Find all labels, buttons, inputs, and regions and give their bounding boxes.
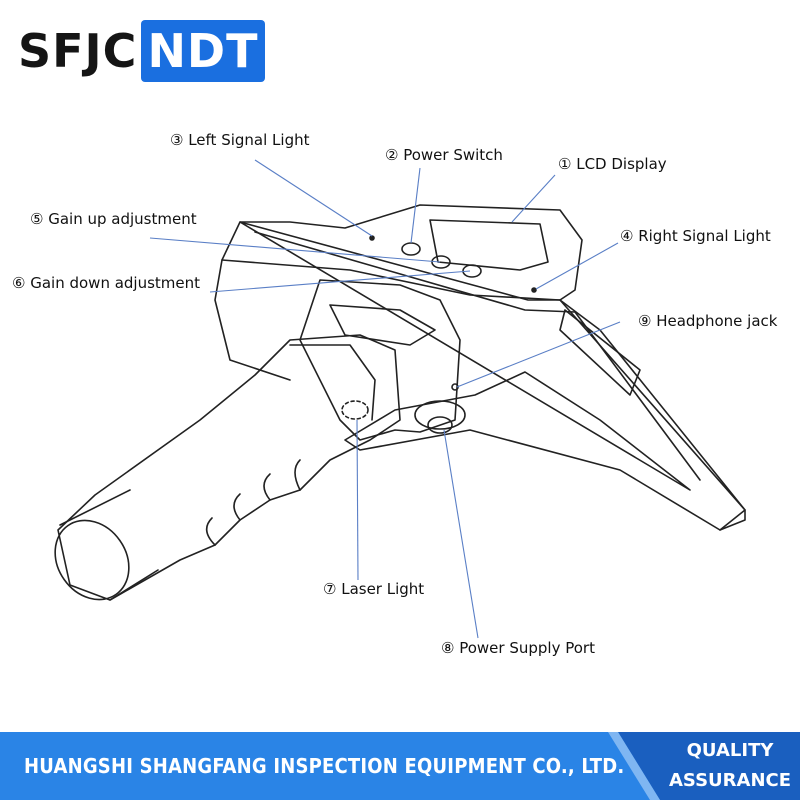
- handle-mount: [299, 279, 461, 441]
- power-switch-button: [401, 242, 421, 256]
- company-name: HUANGSHI SHANGFANG INSPECTION EQUIPMENT …: [24, 754, 625, 778]
- device-frame-side: [559, 299, 746, 531]
- left-signal-light-dot: [369, 235, 375, 241]
- leader-lines: [149, 159, 621, 639]
- power-supply-port: [414, 400, 466, 430]
- device-frame-outer: [239, 221, 746, 531]
- grip-handle: [57, 334, 401, 601]
- assurance-text: ASSURANCE: [668, 770, 792, 791]
- device-head: [221, 204, 583, 301]
- label-gain-down: ⑥ Gain down adjustment: [12, 274, 201, 292]
- quality-text: QUALITY: [686, 740, 774, 761]
- footer-banner: HUANGSHI SHANGFANG INSPECTION EQUIPMENT …: [0, 732, 800, 800]
- logo-text-sfjc: SFJC: [18, 24, 138, 78]
- label-power-supply-port: ⑧ Power Supply Port: [441, 639, 595, 657]
- device-frame-inner: [254, 231, 701, 481]
- label-right-signal-light: ④ Right Signal Light: [620, 227, 771, 245]
- gain-down-button: [462, 264, 482, 278]
- quality-assurance-badge: QUALITY ASSURANCE: [660, 732, 800, 800]
- label-lcd-display: ① LCD Display: [558, 155, 667, 173]
- footer-accent-shape: [608, 732, 800, 800]
- label-headphone-jack: ⑨ Headphone jack: [638, 312, 778, 330]
- laser-light-marker: [341, 400, 369, 420]
- device-side-panel: [559, 309, 641, 396]
- gain-up-button: [431, 255, 451, 269]
- label-laser-light: ⑦ Laser Light: [323, 580, 425, 598]
- logo-text-ndt: NDT: [141, 20, 265, 82]
- label-gain-up: ⑤ Gain up adjustment: [30, 210, 197, 228]
- label-left-signal-light: ③ Left Signal Light: [170, 131, 310, 149]
- right-signal-light-dot: [531, 287, 537, 293]
- grip-end-cap: [54, 519, 130, 601]
- lcd-screen: [429, 219, 549, 271]
- brand-logo: SFJC NDT: [14, 20, 265, 82]
- label-power-switch: ② Power Switch: [385, 146, 503, 164]
